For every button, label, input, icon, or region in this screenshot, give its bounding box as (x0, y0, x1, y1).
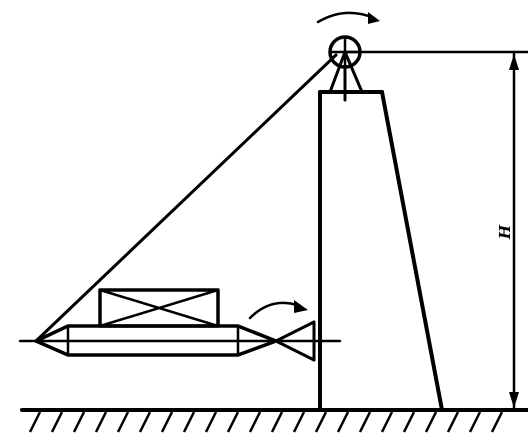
tail-fin-upper (274, 320, 316, 343)
tail-fin-lower (274, 339, 316, 362)
rotation-arrowhead-tail (294, 300, 308, 313)
load-box (98, 288, 220, 328)
height-arrowhead-top (509, 54, 519, 70)
pulley-bracket-right (343, 50, 364, 94)
pulley (316, 11, 380, 102)
load-box-outline (98, 288, 220, 328)
tower (318, 90, 444, 412)
rotation-arrowhead-top (368, 12, 380, 24)
rotation-arrow-tail (248, 301, 302, 320)
ground-hatching (28, 411, 504, 433)
height-arrowhead-bottom (509, 392, 519, 408)
tower-right-edge (380, 90, 444, 412)
rotation-arrow-top (316, 11, 376, 24)
tail-rotation (248, 300, 308, 320)
load-beam (18, 320, 342, 362)
hoist-rope (34, 53, 338, 343)
load-box-diagonal-2 (98, 288, 220, 328)
ground (20, 408, 528, 433)
height-label: H (496, 224, 514, 240)
pulley-bracket-left (328, 50, 347, 94)
height-dimension: H (496, 50, 519, 412)
